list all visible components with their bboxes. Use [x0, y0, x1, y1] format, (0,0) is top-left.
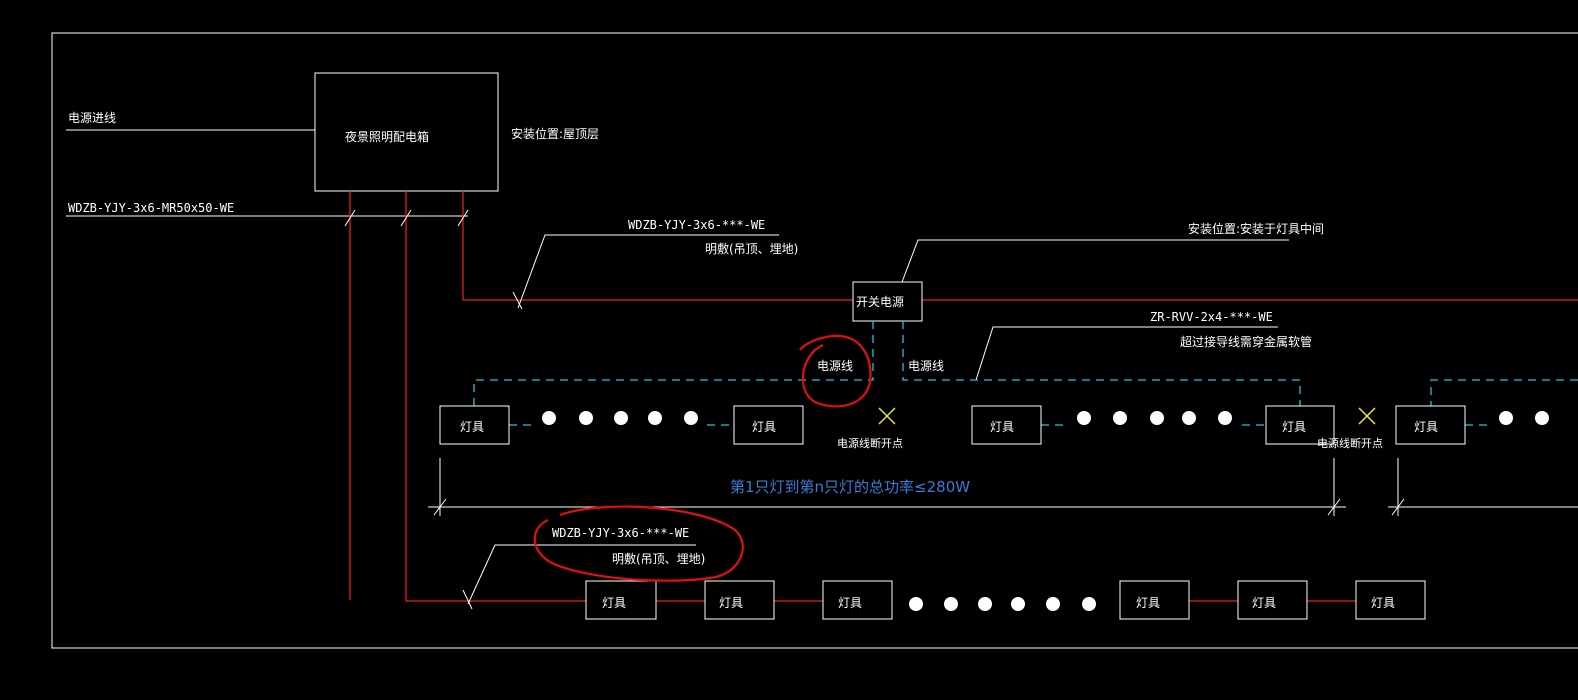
switch-supply-label: 开关电源	[856, 295, 904, 309]
lamp-box[interactable]	[822, 580, 893, 620]
switch-leader	[901, 239, 1289, 283]
lamp-box[interactable]	[1237, 580, 1308, 620]
lamp-label: 灯具	[602, 596, 626, 610]
power-in-label: 电源进线	[68, 111, 116, 125]
branch-leader-top	[517, 234, 779, 309]
lamp-label: 灯具	[990, 420, 1014, 434]
branch-install-top: 明敷(吊顶、埋地)	[705, 241, 798, 256]
lamp-label: 灯具	[838, 596, 862, 610]
tick	[512, 291, 523, 310]
branch-cable-bottom: WDZB-YJY-3x6-***-WE	[552, 526, 689, 540]
lv-line-next	[1430, 379, 1578, 406]
branch-cable-top: WDZB-YJY-3x6-***-WE	[628, 218, 765, 232]
panel-label: 夜景照明配电箱	[345, 129, 429, 144]
lamp-box[interactable]	[439, 405, 510, 445]
lv-line-right	[902, 321, 1301, 406]
lamp-ellipsis	[909, 597, 1096, 611]
flex-note: 超过接导线需穿金属软管	[1180, 334, 1312, 349]
tick	[462, 589, 473, 610]
lamp-box[interactable]	[704, 580, 775, 620]
markup-circle-branch-cable	[533, 505, 744, 582]
lamp-label: 灯具	[1282, 420, 1306, 434]
switch-power-supply[interactable]	[852, 281, 923, 322]
lamp-box[interactable]	[585, 580, 657, 620]
break-point-2: 电源线断开点	[1317, 436, 1383, 450]
power-line-right: 电源线	[908, 359, 944, 373]
lamp-label: 灯具	[1136, 596, 1160, 610]
power-line-left: 电源线	[817, 359, 853, 373]
drawing-frame	[51, 32, 1578, 649]
lv-line-left	[473, 321, 874, 406]
lamp-label: 灯具	[1371, 596, 1395, 610]
lamp-box[interactable]	[1265, 405, 1335, 445]
lamp-label: 灯具	[719, 596, 743, 610]
lamp-label: 灯具	[1414, 420, 1438, 434]
branch-install-bottom: 明敷(吊顶、埋地)	[612, 551, 705, 566]
lamp-box[interactable]	[1355, 580, 1426, 620]
branch-leader-bottom	[467, 544, 696, 605]
dimension-line	[428, 458, 1578, 516]
lamp-box[interactable]	[1119, 580, 1190, 620]
lamp-ellipsis	[542, 411, 1549, 425]
tick	[457, 209, 469, 227]
main-cable-label: WDZB-YJY-3x6-MR50x50-WE	[68, 201, 234, 215]
feeder-2	[405, 191, 586, 602]
switch-location: 安装位置:安装于灯具中间	[1188, 221, 1324, 236]
feeder-3	[462, 191, 853, 301]
lamp-box[interactable]	[971, 405, 1042, 445]
flex-leader	[975, 326, 1278, 381]
markup-circle-power-line	[799, 334, 872, 408]
lamp-label: 灯具	[752, 420, 776, 434]
lamp-label: 灯具	[1252, 596, 1276, 610]
lamp-label: 灯具	[460, 420, 484, 434]
tick	[344, 209, 356, 227]
tick	[400, 209, 412, 227]
flex-cable-label: ZR-RVV-2x4-***-WE	[1150, 310, 1273, 324]
panel-location: 安装位置:屋顶层	[511, 126, 599, 141]
lamp-box[interactable]	[733, 405, 804, 445]
power-limit-note: 第1只灯到第n只灯的总功率≤280W	[730, 478, 970, 496]
break-mark	[878, 407, 1376, 425]
break-point-1: 电源线断开点	[837, 436, 903, 450]
lamp-box[interactable]	[1395, 405, 1466, 445]
